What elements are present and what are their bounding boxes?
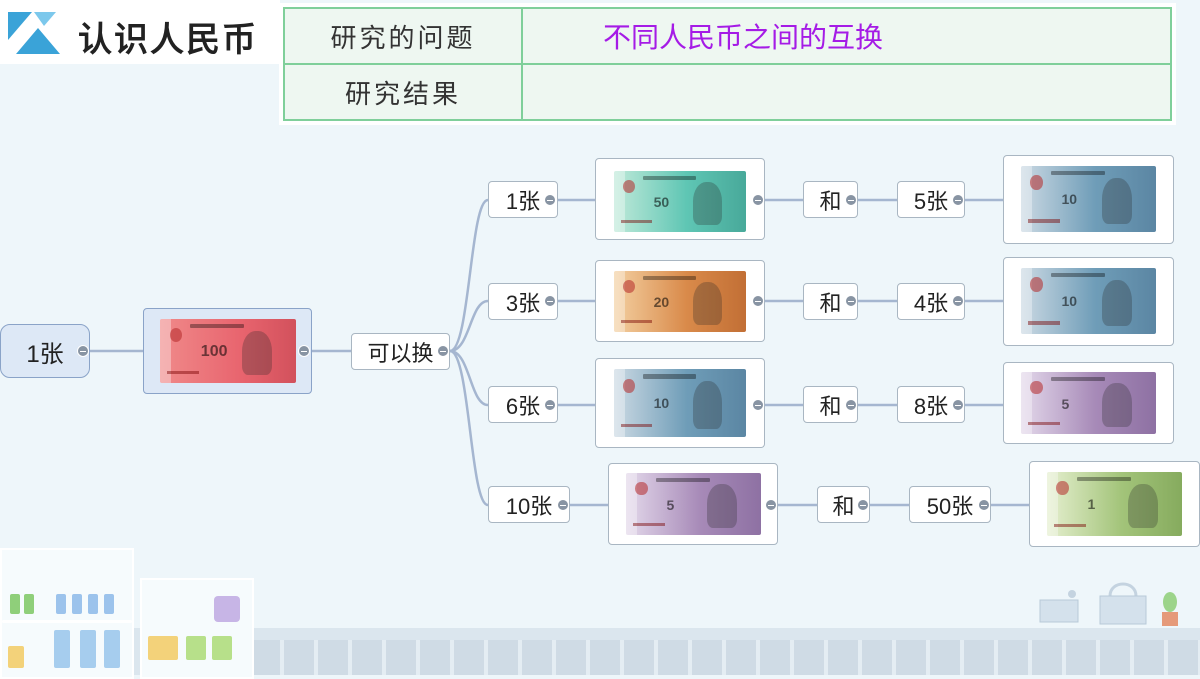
- banknote-image: 100: [160, 319, 296, 383]
- banknote-image: 10: [614, 369, 746, 437]
- count-a-label: 1张: [505, 188, 541, 214]
- logo-icon: [8, 12, 60, 54]
- collapse-icon[interactable]: [557, 499, 569, 511]
- collapse-icon[interactable]: [765, 499, 777, 511]
- collapse-icon[interactable]: [544, 399, 556, 411]
- root-node[interactable]: 1张: [0, 324, 90, 378]
- and-node[interactable]: 和: [803, 386, 858, 423]
- count-b-label: 8张: [913, 393, 949, 419]
- collapse-icon[interactable]: [437, 345, 449, 357]
- and-label: 和: [832, 493, 855, 519]
- note-card-5[interactable]: 5: [608, 463, 778, 545]
- count-b-label: 50张: [926, 493, 974, 519]
- collapse-icon[interactable]: [544, 194, 556, 206]
- note-card-10[interactable]: 10: [595, 358, 765, 448]
- collapse-icon[interactable]: [752, 399, 764, 411]
- collapse-icon[interactable]: [544, 295, 556, 307]
- and-label: 和: [819, 188, 842, 214]
- collapse-icon[interactable]: [845, 399, 857, 411]
- collapse-icon[interactable]: [952, 399, 964, 411]
- note-card-10[interactable]: 10: [1003, 257, 1174, 346]
- exchange-node-label: 可以换: [367, 340, 434, 366]
- and-label: 和: [819, 393, 842, 419]
- banknote-image: 50: [614, 171, 746, 232]
- shelf-decoration: [0, 548, 134, 679]
- collapse-icon[interactable]: [77, 345, 89, 357]
- collapse-icon[interactable]: [845, 295, 857, 307]
- banknote-image: 5: [1021, 372, 1156, 434]
- shelf-decoration: [140, 578, 254, 679]
- banknote-image: 20: [614, 271, 746, 332]
- result-value[interactable]: [521, 63, 1172, 121]
- banknote-image: 1: [1047, 472, 1182, 536]
- count-b-label: 5张: [913, 188, 949, 214]
- railing-decoration: [250, 640, 1200, 675]
- and-label: 和: [819, 290, 842, 316]
- count-b-node[interactable]: 50张: [909, 486, 991, 523]
- note-card-100[interactable]: 100: [143, 308, 312, 394]
- collapse-icon[interactable]: [952, 295, 964, 307]
- shopping-cart-icon: [1039, 590, 1079, 623]
- count-a-node[interactable]: 10张: [488, 486, 570, 523]
- collapse-icon[interactable]: [845, 194, 857, 206]
- question-value: 不同人民币之间的互换: [521, 7, 1172, 65]
- collapse-icon[interactable]: [298, 345, 310, 357]
- root-node-label: 1张: [26, 340, 64, 368]
- research-table: 研究的问题 不同人民币之间的互换 研究结果: [283, 7, 1172, 121]
- result-label: 研究结果: [283, 63, 523, 121]
- question-label: 研究的问题: [283, 7, 523, 65]
- exchange-node[interactable]: 可以换: [351, 333, 450, 370]
- note-card-10[interactable]: 10: [1003, 155, 1174, 244]
- and-node[interactable]: 和: [817, 486, 870, 523]
- count-a-node[interactable]: 6张: [488, 386, 558, 423]
- note-card-5[interactable]: 5: [1003, 362, 1174, 444]
- shopping-basket-icon: [1099, 582, 1147, 625]
- banknote-image: 10: [1021, 268, 1156, 334]
- collapse-icon[interactable]: [857, 499, 869, 511]
- page-title: 认识人民币: [78, 20, 258, 60]
- collapse-icon[interactable]: [752, 295, 764, 307]
- count-a-label: 10张: [505, 493, 553, 519]
- count-a-label: 3张: [505, 290, 541, 316]
- note-card-1[interactable]: 1: [1029, 461, 1200, 547]
- plant-icon: [1162, 592, 1178, 626]
- note-card-50[interactable]: 50: [595, 158, 765, 240]
- banknote-image: 5: [626, 473, 761, 535]
- collapse-icon[interactable]: [978, 499, 990, 511]
- collapse-icon[interactable]: [952, 194, 964, 206]
- count-a-label: 6张: [505, 393, 541, 419]
- note-card-20[interactable]: 20: [595, 260, 765, 342]
- count-a-node[interactable]: 1张: [488, 181, 558, 218]
- count-b-label: 4张: [913, 290, 949, 316]
- collapse-icon[interactable]: [752, 194, 764, 206]
- banknote-image: 10: [1021, 166, 1156, 232]
- count-a-node[interactable]: 3张: [488, 283, 558, 320]
